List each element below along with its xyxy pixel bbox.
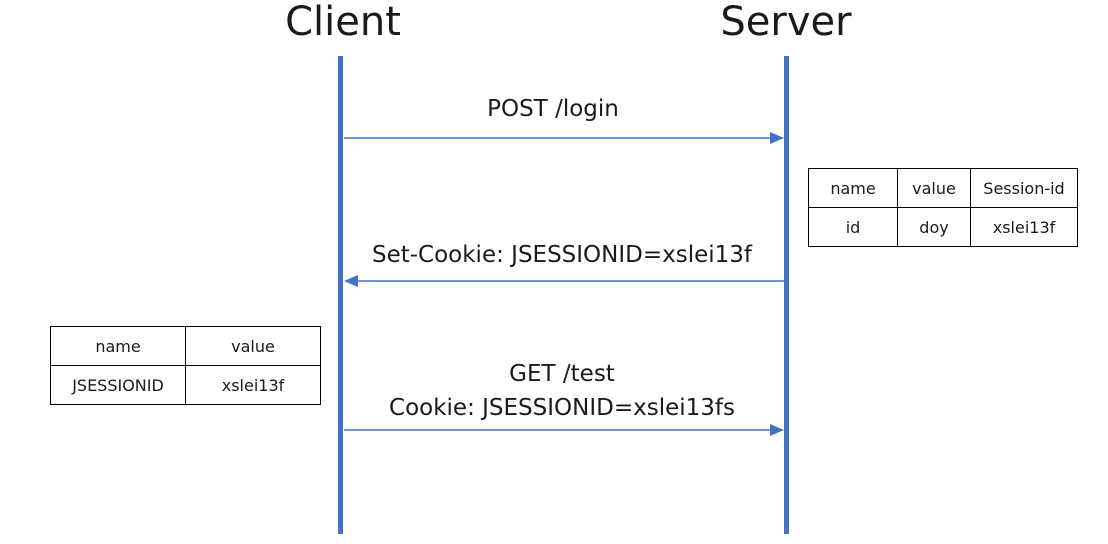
client-lifeline [338,56,343,534]
table-header-row: name value [50,326,321,366]
post-login-label: POST /login [487,96,619,122]
table-cell: id [808,207,898,247]
table-header-cell: name [50,326,186,366]
table-cell: xslei13f [970,207,1078,247]
set-cookie-arrow [344,275,784,287]
cookie-header-label: Cookie: JSESSIONID=xslei13fs [389,395,735,421]
table-header-cell: value [897,168,971,208]
table-cell: xslei13f [185,365,321,405]
get-test-arrow [344,424,784,436]
post-login-arrow [344,132,784,144]
table-row: id doy xslei13f [808,207,1078,247]
table-header-cell: value [185,326,321,366]
table-cell: doy [897,207,971,247]
server-session-table: name value Session-id id doy xslei13f [808,168,1078,247]
table-header-row: name value Session-id [808,168,1078,208]
client-actor-label: Client [285,0,401,45]
set-cookie-label: Set-Cookie: JSESSIONID=xslei13f [371,242,753,268]
table-header-cell: Session-id [970,168,1078,208]
client-cookie-table: name value JSESSIONID xslei13f [50,326,321,405]
table-row: JSESSIONID xslei13f [50,365,321,405]
server-actor-label: Server [720,0,852,45]
server-lifeline [784,56,789,534]
get-test-label: GET /test [509,361,615,387]
table-cell: JSESSIONID [50,365,186,405]
table-header-cell: name [808,168,898,208]
